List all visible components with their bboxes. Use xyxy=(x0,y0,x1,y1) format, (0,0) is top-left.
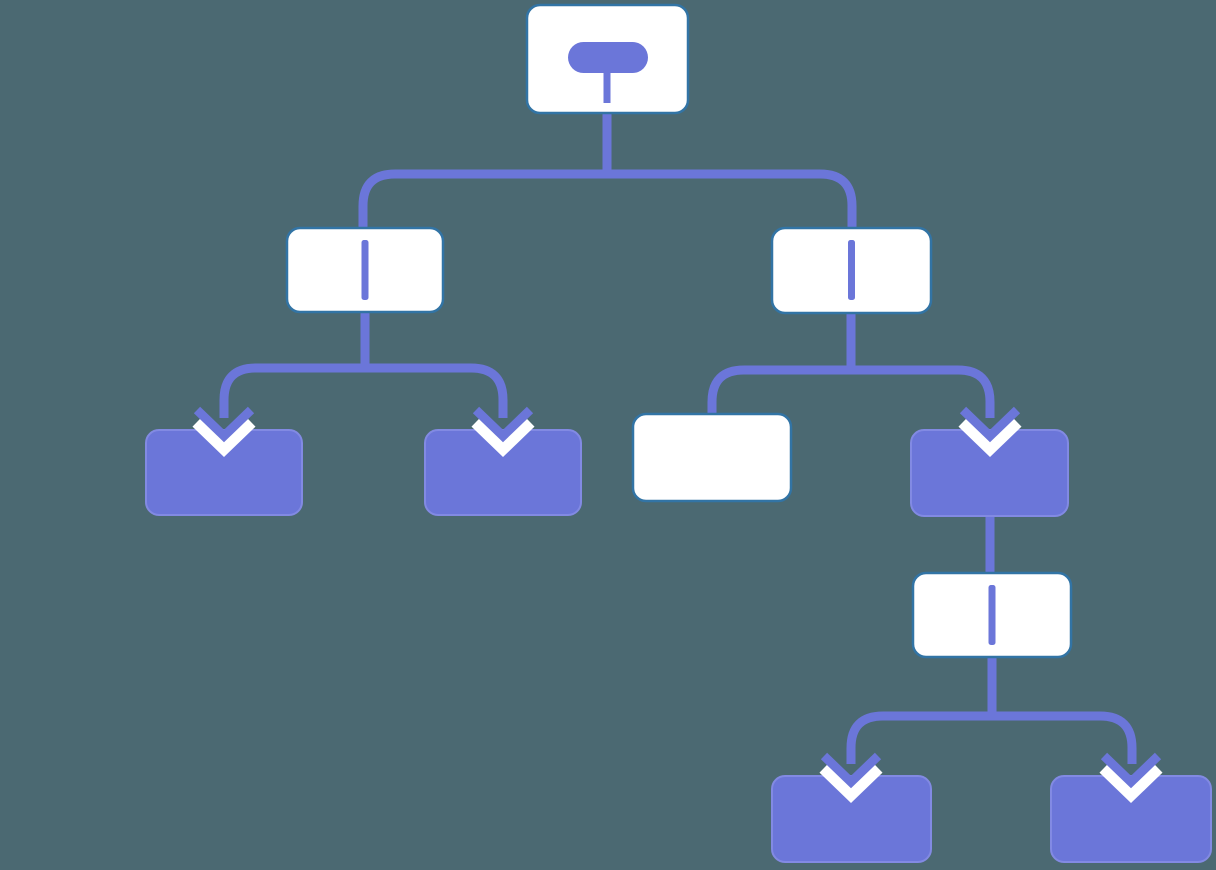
arrow-down-icon xyxy=(1099,752,1163,804)
edge-split-bottom xyxy=(846,711,1137,764)
edge-split-top xyxy=(358,169,857,232)
vertical-bar-icon xyxy=(361,240,369,300)
node-branch-right[interactable] xyxy=(770,226,933,315)
arrow-chevron-purple xyxy=(959,406,1021,443)
node-white-plain[interactable] xyxy=(631,412,793,503)
arrow-down-icon xyxy=(819,752,883,804)
root-pill-stem-icon xyxy=(603,70,611,103)
arrow-chevron-purple xyxy=(193,406,255,443)
arrow-chevron-purple xyxy=(1100,752,1162,789)
arrow-chevron-white xyxy=(192,417,256,458)
arrow-down-icon xyxy=(958,406,1022,458)
node-root[interactable] xyxy=(525,3,690,115)
vertical-bar-icon xyxy=(848,240,855,300)
arrow-chevron-white xyxy=(819,763,883,804)
arrow-down-icon xyxy=(471,406,535,458)
node-branch-left[interactable] xyxy=(285,226,445,314)
root-pill-icon xyxy=(568,42,648,73)
arrow-down-icon xyxy=(192,406,256,458)
arrow-chevron-purple xyxy=(820,752,882,789)
arrow-chevron-white xyxy=(471,417,535,458)
arrow-chevron-purple xyxy=(472,406,534,443)
arrow-chevron-white xyxy=(1099,763,1163,804)
edge-split-right xyxy=(707,365,995,420)
edge-split-left xyxy=(219,363,508,418)
node-branch-low[interactable] xyxy=(911,571,1073,659)
white-node-box[interactable] xyxy=(631,412,793,503)
arrow-chevron-white xyxy=(958,417,1022,458)
vertical-bar-icon xyxy=(988,585,996,645)
